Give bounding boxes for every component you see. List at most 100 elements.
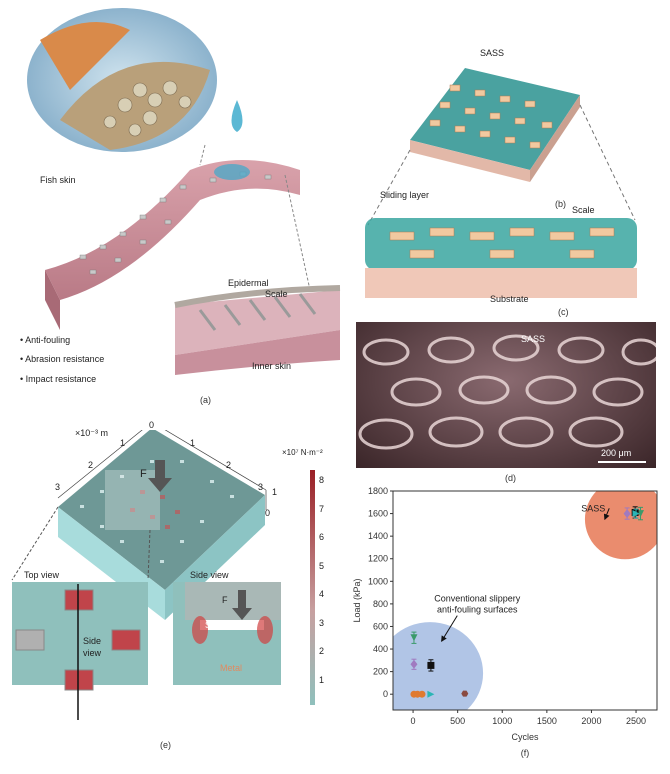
side-force-label: F bbox=[222, 595, 228, 605]
panel-a: Fish skin Epidermal Scale Inner skin • A… bbox=[0, 0, 345, 410]
colorbar-tick: 2 bbox=[319, 646, 325, 656]
colorbar-ticks: 8 7 6 5 4 3 2 1 bbox=[319, 466, 324, 694]
colorbar-tick: 1 bbox=[319, 674, 325, 685]
height-tick-1: 1 bbox=[272, 487, 278, 497]
x-tick-label: 2000 bbox=[581, 716, 601, 726]
scale-label-c: Scale bbox=[572, 205, 595, 215]
water-drop-icon bbox=[231, 100, 243, 132]
axis-tick-0: 0 bbox=[149, 420, 155, 430]
data-point-triangle-down bbox=[637, 510, 644, 518]
fish-skin-illustration bbox=[27, 8, 341, 375]
annotation-label: SASS bbox=[581, 503, 605, 513]
x-axis-label: Cycles bbox=[511, 732, 539, 742]
annotation-line: anti-fouling surfaces bbox=[437, 605, 518, 615]
block-top bbox=[58, 428, 265, 590]
skin-sheet bbox=[45, 160, 300, 300]
epidermal-label: Epidermal bbox=[228, 278, 269, 288]
series-purple bbox=[410, 507, 631, 670]
series-cyan bbox=[427, 508, 640, 698]
data-point-hexagon bbox=[461, 690, 469, 697]
height-tick-0: 0 bbox=[265, 508, 271, 518]
y-tick-label: 0 bbox=[383, 689, 388, 699]
x-tick-label: 2500 bbox=[626, 716, 646, 726]
plot-area bbox=[393, 491, 657, 710]
axis-tick-1: 1 bbox=[120, 438, 126, 448]
region-ellipse bbox=[393, 622, 484, 710]
series-orange bbox=[410, 690, 426, 698]
sliding-layer bbox=[365, 218, 637, 270]
micrograph-title: SASS bbox=[521, 334, 546, 344]
force-arrow bbox=[148, 460, 172, 492]
bullet-abrasion: • Abrasion resistance bbox=[20, 354, 105, 364]
y-tick-label: 800 bbox=[373, 599, 388, 609]
data-point-triangle-down bbox=[410, 634, 418, 642]
side-view-label: Side view bbox=[190, 570, 229, 580]
top-view-scales bbox=[15, 589, 141, 691]
substrate-label: Substrate bbox=[490, 294, 529, 304]
y-tick-label: 1600 bbox=[368, 509, 388, 519]
colorbar-tick: 7 bbox=[319, 503, 325, 514]
fish-tail bbox=[40, 22, 130, 90]
fem-simulation bbox=[11, 421, 315, 720]
fish-skin-label: Fish skin bbox=[40, 175, 76, 185]
sass-illustration bbox=[365, 68, 637, 298]
annotation-line: SASS bbox=[581, 503, 605, 513]
colorbar-tick: 3 bbox=[319, 617, 325, 628]
axis-tick-r3: 3 bbox=[258, 482, 264, 492]
annotation-arrow bbox=[441, 615, 458, 642]
micrograph-image bbox=[358, 334, 656, 463]
data-point-diamond bbox=[410, 659, 418, 669]
annotation-arrow bbox=[603, 508, 610, 521]
sliding-layer-label: Sliding layer bbox=[380, 190, 430, 200]
caption-a: (a) bbox=[200, 395, 211, 405]
region-ellipse bbox=[584, 491, 657, 560]
series-green bbox=[410, 506, 644, 644]
sass-title: SASS bbox=[480, 48, 505, 58]
colorbar-tick: 5 bbox=[319, 560, 325, 571]
y-tick-label: 200 bbox=[373, 667, 388, 677]
data-point-circle bbox=[418, 690, 426, 698]
colorbar-tick: 8 bbox=[319, 475, 325, 485]
data-point-square bbox=[427, 661, 435, 669]
colorbar bbox=[310, 470, 315, 705]
x-tick-label: 0 bbox=[411, 716, 416, 726]
side-view-inline-label: Side view bbox=[83, 636, 102, 658]
x-tick-label: 500 bbox=[450, 716, 465, 726]
colorbar-tick: 4 bbox=[319, 589, 325, 599]
x-tick-label: 1500 bbox=[537, 716, 557, 726]
caption-b: (b) bbox=[555, 199, 566, 209]
y-tick-label: 400 bbox=[373, 644, 388, 654]
caption-f: (f) bbox=[521, 748, 530, 758]
axis-tick-r1: 1 bbox=[190, 438, 196, 448]
y-tick-label: 1400 bbox=[368, 531, 388, 541]
y-tick-label: 600 bbox=[373, 621, 388, 631]
inner-skin-label: Inner skin bbox=[252, 361, 292, 371]
data-point-triangle-right bbox=[632, 510, 640, 518]
sliding-layer-label-e: Sliding layer bbox=[205, 620, 255, 630]
panel-e: ×10⁻³ m 0 1 2 3 1 2 3 1 0 F ×10⁷ N·m⁻² 8… bbox=[0, 420, 350, 769]
scale-bar-label: 200 μm bbox=[601, 448, 632, 458]
unit-label: ×10⁻³ m bbox=[75, 428, 109, 438]
axis-tick-3: 3 bbox=[55, 482, 61, 492]
data-point-diamond bbox=[623, 509, 631, 519]
top-view-label: Top view bbox=[24, 570, 60, 580]
y-tick-label: 1800 bbox=[368, 486, 388, 496]
panel-bc: SASS (b) Sliding layer Scale Substrate (… bbox=[350, 0, 670, 320]
cross-section bbox=[175, 290, 340, 355]
bullet-anti-fouling: • Anti-fouling bbox=[20, 335, 71, 345]
y-tick-label: 1200 bbox=[368, 554, 388, 564]
plot-frame bbox=[392, 490, 658, 711]
axis-tick-r2: 2 bbox=[226, 460, 232, 470]
substrate bbox=[365, 268, 637, 298]
y-tick-label: 1000 bbox=[368, 576, 388, 586]
panel-d-micrograph: SASS 200 μm bbox=[356, 322, 656, 468]
axis-tick-2: 2 bbox=[88, 460, 94, 470]
annotation-line: Conventional slippery bbox=[434, 594, 521, 604]
load-cycles-chart: 0 500 1000 1500 2000 2500 0 200 400 600 800 1000 120… bbox=[352, 486, 658, 758]
caption-c: (c) bbox=[558, 307, 569, 317]
y-axis-label: Load (kPa) bbox=[352, 578, 362, 622]
x-tick-label: 1000 bbox=[492, 716, 512, 726]
colorbar-unit: ×10⁷ N·m⁻² bbox=[282, 448, 323, 457]
caption-e: (e) bbox=[160, 740, 171, 750]
